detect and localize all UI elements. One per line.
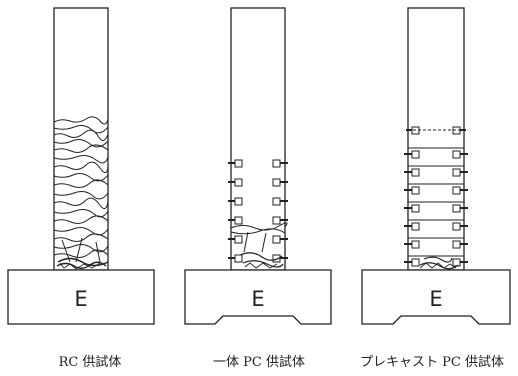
mono-anchor-row — [228, 159, 288, 168]
rc-crack-pattern — [53, 116, 109, 270]
mono-base-letter: E — [251, 287, 264, 311]
rc-caption: RC 供試体 — [58, 355, 122, 370]
pre-anchor-row — [404, 222, 468, 231]
rc-base-letter: E — [74, 287, 87, 311]
pre-anchor-row — [404, 186, 468, 195]
mono-base — [184, 269, 332, 325]
mono-anchor-row — [228, 254, 288, 263]
pre-segment-joints — [408, 129, 464, 257]
pre-crack-pattern — [419, 256, 459, 270]
rc-base — [7, 269, 155, 325]
mono-caption: 一体 PC 供試体 — [213, 355, 305, 370]
pre-anchor-row — [404, 204, 468, 213]
pre-column — [407, 7, 465, 271]
pre-anchor-row — [406, 126, 466, 135]
pre-specimen: E — [361, 7, 511, 325]
mono-anchor-row — [228, 235, 288, 244]
mono-anchor-row — [228, 178, 288, 187]
mono-column — [230, 7, 286, 271]
mono-crack-pattern — [230, 222, 288, 269]
mono-anchorages — [228, 159, 288, 263]
mono-anchor-row — [228, 216, 288, 225]
pre-anchorages — [404, 126, 468, 267]
rc-column — [53, 7, 109, 271]
pre-base-letter: E — [429, 287, 442, 311]
pre-anchor-row — [404, 258, 468, 267]
pre-anchor-row — [404, 168, 468, 177]
pre-base — [361, 269, 511, 325]
mono-specimen: E — [184, 7, 332, 325]
mono-anchor-row — [228, 197, 288, 206]
pre-anchor-row — [404, 150, 468, 159]
pre-anchor-row — [404, 240, 468, 249]
pre-caption: プレキャスト PC 供試体 — [360, 355, 504, 370]
rc-specimen: E — [7, 7, 155, 325]
